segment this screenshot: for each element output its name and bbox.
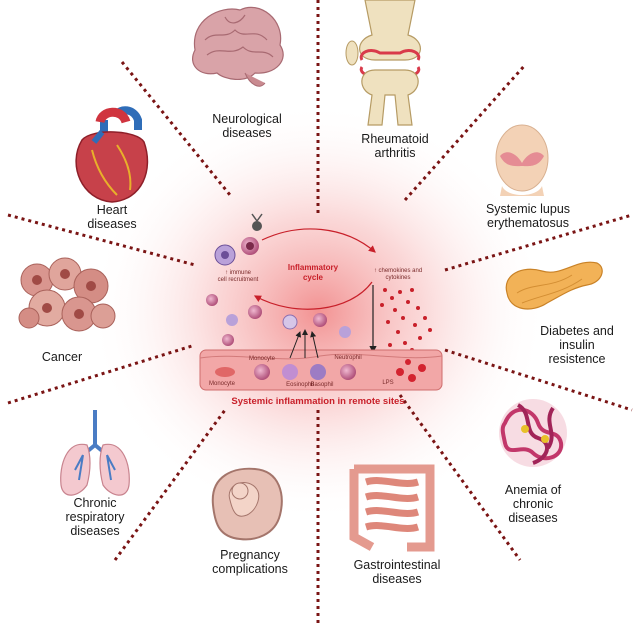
label-heart: Heart diseases: [87, 203, 137, 231]
spoke-left-upper: [7, 213, 196, 267]
label-pregnancy: Pregnancy complications: [212, 548, 288, 576]
spoke-top-left: [120, 61, 232, 196]
spoke-right-lower: [444, 348, 633, 412]
center-title: Systemic inflammation in remote sites: [231, 396, 404, 407]
label-lupus: Systemic lupus erythematosus: [485, 202, 571, 230]
label-rheumatoid: Rheumatoid arthritis: [361, 132, 429, 160]
intestine-icon: [349, 464, 435, 552]
migration-arrows: [289, 329, 319, 359]
label-anemia: Anemia of chronic diseases: [504, 483, 562, 525]
heart-icon: [75, 106, 149, 203]
label-eosinophil: Eosinophil: [286, 382, 314, 388]
lungs-icon: [60, 410, 130, 496]
spoke-right-upper: [444, 213, 633, 272]
label-cancer: Cancer: [41, 350, 83, 364]
spoke-bottom-right: [398, 394, 522, 561]
label-diabetes: Diabetes and insulin resistence: [540, 324, 614, 366]
hemoglobin-icon: [499, 399, 567, 467]
spokes: [7, 0, 633, 626]
knee-joint-icon: [345, 0, 421, 126]
brain-icon: [192, 6, 284, 87]
pancreas-icon: [505, 261, 603, 310]
label-monocyte-left: Monocyte: [209, 381, 236, 387]
lupus-face-icon: [495, 124, 549, 196]
label-monocyte: Monocyte: [249, 356, 276, 362]
label-neutrophil: Neutrophil: [334, 355, 361, 361]
tumor-cells-icon: [18, 257, 116, 332]
inflammation-glow: [88, 102, 548, 522]
label-lps: LPS: [382, 380, 393, 386]
cycle-arrow-bottom: [253, 281, 373, 310]
vessel-cells: [215, 359, 426, 382]
cycle-arrow-top: [261, 228, 376, 253]
uterus-fetus-icon: [211, 467, 283, 541]
immune-cells-cluster: [214, 213, 263, 266]
circulating-cells: [206, 294, 351, 346]
label-neurological: Neurological diseases: [212, 112, 282, 140]
center-panel: [199, 213, 443, 391]
spoke-top-right: [403, 64, 527, 201]
label-gastro: Gastrointestinal diseases: [353, 558, 441, 586]
label-basophil: Basophil: [310, 382, 333, 388]
spoke-bottom-left: [113, 409, 227, 561]
chemokine-particles: [380, 288, 432, 352]
label-respiratory: Chronic respiratory diseases: [65, 496, 125, 538]
spoke-left-lower: [7, 343, 196, 405]
